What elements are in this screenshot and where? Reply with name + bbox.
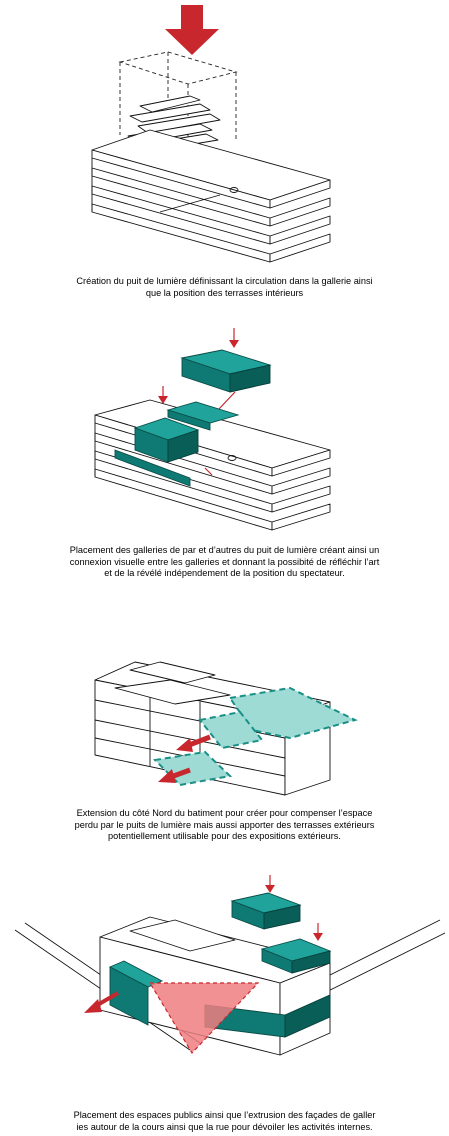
diagram-step-3: Extension du côté Nord du batiment pour … <box>0 640 449 860</box>
caption-step-1: Création du puit de lumière définissant … <box>0 276 449 299</box>
diagram-step-4: Placement des espaces publics ainsi que … <box>0 865 449 1136</box>
building-floors <box>92 130 330 262</box>
caption-step-3: Extension du côté Nord du batiment pour … <box>0 808 449 843</box>
caption-step-4: Placement des espaces publics ainsi que … <box>0 1110 449 1133</box>
diagram-step-1: Création du puit de lumière définissant … <box>0 0 449 320</box>
caption-step-2: Placement des galleries de par et d’autr… <box>0 545 449 580</box>
gallery-placement-axonometric <box>0 320 449 545</box>
north-extension-axonometric <box>0 640 449 800</box>
public-spaces-axonometric <box>0 865 449 1065</box>
floating-gallery-volume <box>182 350 270 392</box>
down-arrow-icon <box>165 5 219 55</box>
diagram-step-2: Placement des galleries de par et d’autr… <box>0 320 449 620</box>
light-well-axonometric <box>0 0 449 270</box>
